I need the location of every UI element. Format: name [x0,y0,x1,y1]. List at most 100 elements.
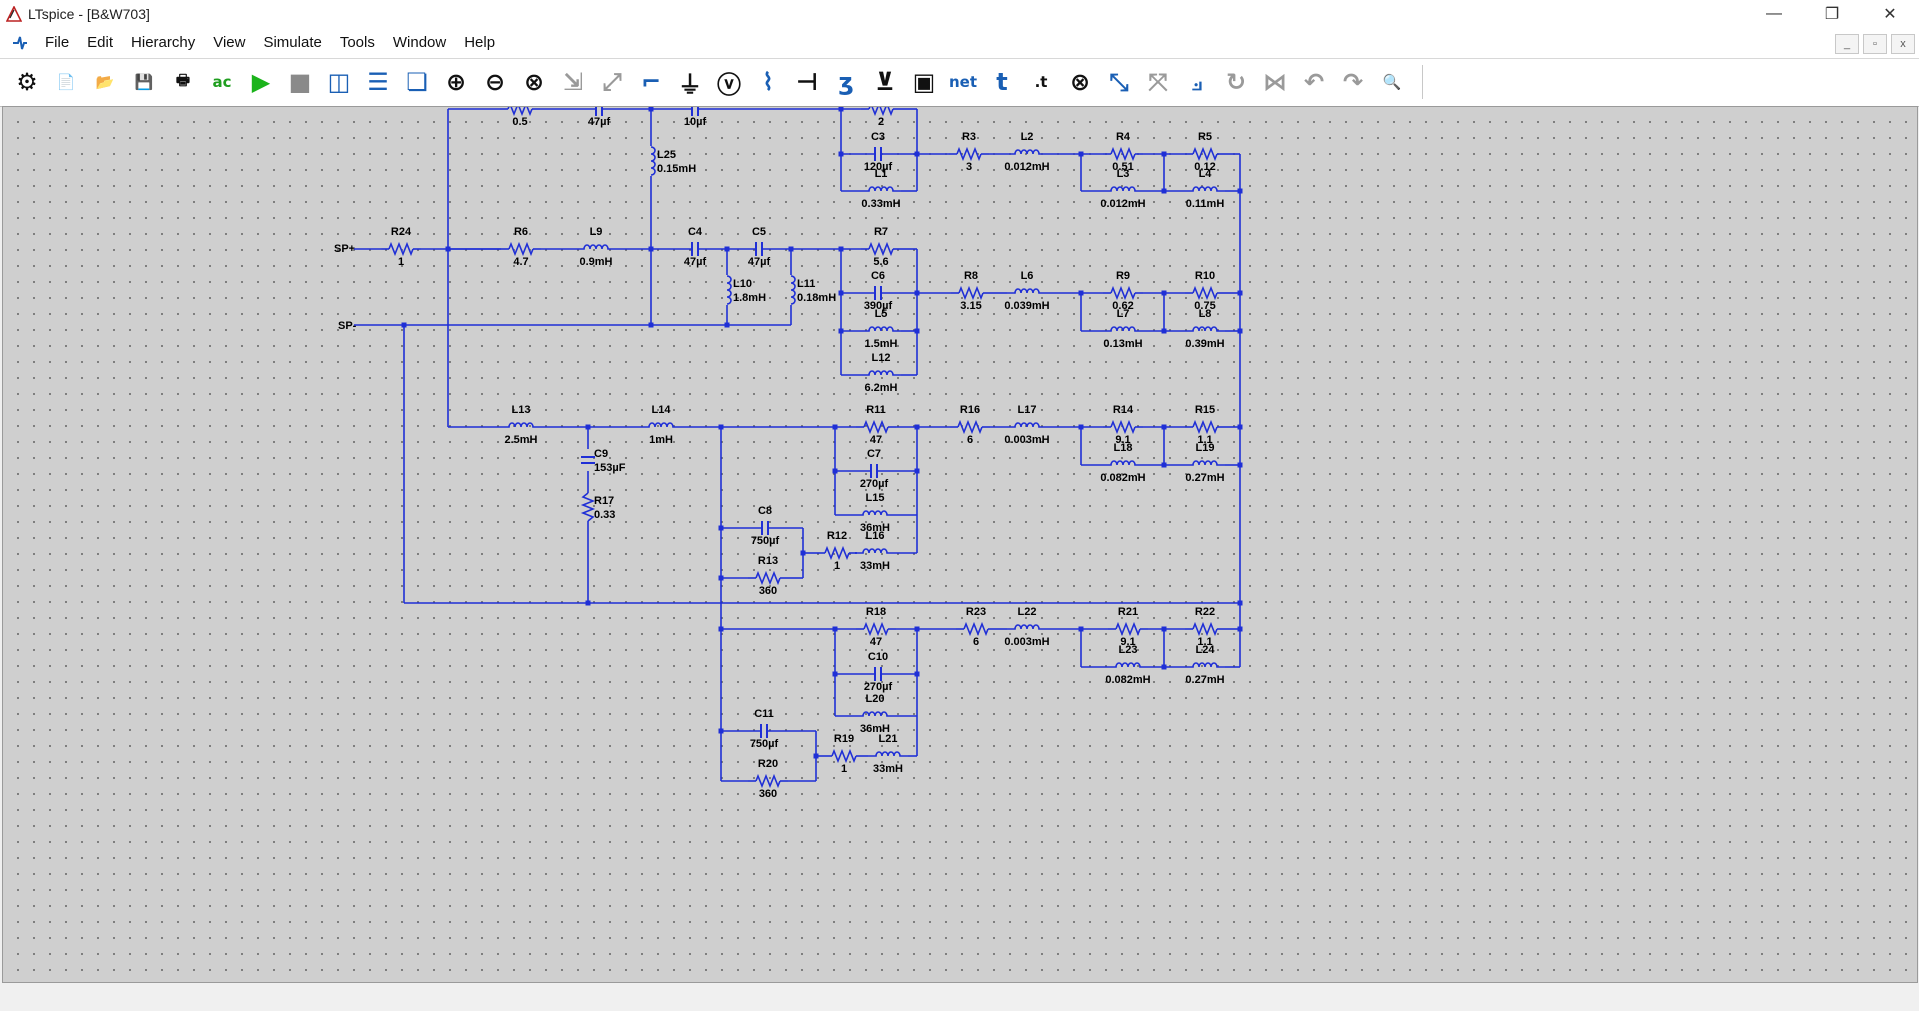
component-button[interactable]: ▣ [907,65,941,99]
spice-text-icon: .t [1034,73,1048,91]
duplicate-button[interactable]: ⤡ [1102,65,1136,99]
text-button[interactable]: t [985,65,1019,99]
junction [914,671,920,677]
zoom-back-button[interactable]: ⇲ [556,65,590,99]
component-name: R3 [962,131,976,143]
junction [832,626,838,632]
autoscale-icon: ⤢ [602,68,622,96]
close-button[interactable]: ✕ [1883,6,1897,23]
junction [1161,151,1167,157]
zoom-back-icon: ⇲ [562,68,584,96]
ground-button[interactable]: ⏚ [673,65,707,99]
junction [800,550,806,556]
component-name: R7 [874,226,888,238]
junction [1161,462,1167,468]
open-button[interactable]: 📂 [88,65,122,99]
redo-button[interactable]: ↷ [1336,65,1370,99]
doc-minimize-button[interactable]: _ [1835,34,1859,54]
doc-close-button[interactable]: x [1891,34,1915,54]
undo-icon: ↶ [1303,68,1325,96]
component-value: 0.33 [594,509,615,521]
menu-hierarchy[interactable]: Hierarchy [131,34,196,51]
new-schematic-button[interactable]: 📄 [49,65,83,99]
component-value: 47µf [748,256,771,268]
component-icon: ▣ [912,68,936,96]
cascade-button[interactable]: ❏ [400,65,434,99]
component-value: 0.51 [1112,161,1133,173]
tile-vertical-button[interactable]: ◫ [322,65,356,99]
junction [718,525,724,531]
inductor-symbol [726,275,732,305]
maximize-button[interactable]: ❐ [1824,6,1840,23]
wire-button[interactable]: ⌐ [634,65,668,99]
component-value: 47 [870,636,882,648]
drag-icon: ⟓ [1191,68,1203,96]
component-value: 360 [759,585,777,597]
tile-vertical-icon: ◫ [327,68,351,96]
label-net-button[interactable]: ⓥ [712,65,746,99]
schematic-canvas[interactable]: SP+SP-R241R10.5C147µfC210µfL250.15mHR22C… [2,106,1918,983]
gear-button[interactable]: ⚙ [10,65,44,99]
resistor-symbol [508,241,534,257]
component-value: 0.15mH [657,163,696,175]
capacitor-button[interactable]: ⊣ [790,65,824,99]
component-name: C3 [871,131,885,143]
menu-edit[interactable]: Edit [87,34,114,51]
spice-directive-button[interactable]: net [946,65,980,99]
ltspice-logo-icon [6,6,22,22]
run-button[interactable]: ▶ [244,65,278,99]
undo-button[interactable]: ↶ [1297,65,1331,99]
component-value: 0.33mH [861,198,900,210]
resistor-icon: ⌇ [762,68,774,96]
tile-horizontal-button[interactable]: ☰ [361,65,395,99]
component-name: L16 [866,530,885,542]
menu-window[interactable]: Window [392,34,447,51]
move-button[interactable]: ⤧ [1141,65,1175,99]
component-value: 33mH [873,763,903,775]
resistor-button[interactable]: ⌇ [751,65,785,99]
inductor-symbol [1007,624,1047,630]
component-name: R5 [1198,131,1212,143]
spice-text-button[interactable]: .t [1024,65,1058,99]
menu-help[interactable]: Help [464,34,496,51]
resistor-symbol [1192,419,1218,435]
drag-button[interactable]: ⟓ [1180,65,1214,99]
component-name: R13 [758,555,778,567]
component-value: 1mH [649,434,673,446]
ac-analysis-button[interactable]: ac [205,65,239,99]
delete-button[interactable]: ⊗ [1063,65,1097,99]
component-value: 6 [967,434,973,446]
spice-directive-icon: net [948,73,978,91]
zoom-out-button[interactable]: ⊖ [478,65,512,99]
diode-icon: ⊻ [875,68,895,96]
halt-button[interactable]: ■ [283,65,317,99]
component-value: 1 [841,763,847,775]
menu-file[interactable]: File [45,34,70,51]
zoom-fit-button[interactable]: ⊗ [517,65,551,99]
minimize-button[interactable]: — [1766,5,1782,22]
component-name: C9 [594,448,608,460]
print-button[interactable]: 🖶 [166,65,200,99]
component-value: 2 [878,116,884,128]
zoom-in-button[interactable]: ⊕ [439,65,473,99]
toolbar-separator [1422,65,1423,99]
diode-button[interactable]: ⊻ [868,65,902,99]
save-button[interactable]: 💾 [127,65,161,99]
junction [1161,424,1167,430]
zoom-in-icon: ⊕ [445,68,467,96]
junction [401,322,407,328]
inductor-symbol [1007,149,1047,155]
junction [1237,188,1243,194]
junction [718,626,724,632]
schematic-drawing: SP+SP-R241R10.5C147µfC210µfL250.15mHR22C… [334,107,1243,800]
rotate-button[interactable]: ↻ [1219,65,1253,99]
doc-restore-button[interactable]: ▫ [1863,34,1887,54]
inductor-button[interactable]: ʒ [829,65,863,99]
mirror-button[interactable]: ⋈ [1258,65,1292,99]
autoscale-button[interactable]: ⤢ [595,65,629,99]
find-button[interactable]: 🔍 [1375,65,1409,99]
menu-view[interactable]: View [213,34,246,51]
menu-tools[interactable]: Tools [339,34,375,51]
zoom-fit-icon: ⊗ [523,68,545,96]
menu-simulate[interactable]: Simulate [263,34,322,51]
